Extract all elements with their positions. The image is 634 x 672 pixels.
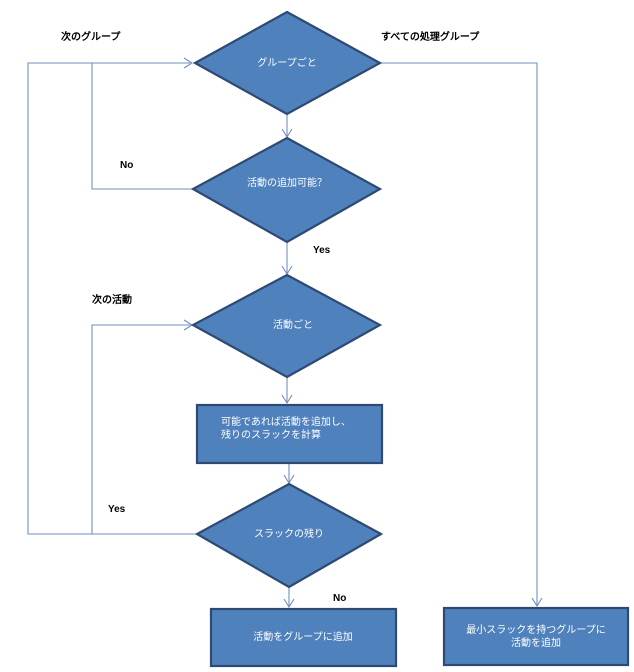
decision-can-add-shape [190, 136, 383, 244]
all-processed-arrowhead [531, 597, 543, 608]
label-next-activity: 次の活動 [92, 293, 132, 306]
process-min-slack-shape [442, 606, 630, 667]
decision-can-add-label: 活動の追加可能？ [247, 176, 327, 189]
decision-group-each-shape [192, 10, 383, 116]
loop-next-activity-connector [91, 324, 197, 535]
process-min-slack-line1: 最小スラックを持つグループに [466, 623, 605, 636]
process-add-calc-shape [195, 403, 384, 465]
label-no-2: No [333, 593, 346, 604]
loop-next-group-arrowhead [183, 57, 194, 69]
process-add-to-group-shape [209, 607, 398, 668]
label-all-processed: すべての処理グループ [381, 30, 480, 43]
decision-slack-left-shape [194, 482, 384, 589]
process-add-to-group: 活動をグループに追加 [209, 607, 398, 668]
loop-no-connector [91, 63, 192, 190]
decision-slack-left: スラックの残り [194, 482, 384, 589]
decision-activity-each-label: 活動ごと [273, 318, 313, 331]
process-add-calc-line1: 可能であれば活動を追加し、 [221, 415, 351, 428]
decision-activity-each: 活動ごと [190, 273, 383, 379]
process-min-slack-line2: 活動を追加 [511, 636, 561, 649]
slack-to-addgroup-arrowhead [283, 598, 295, 609]
decision-group-each-label: グループごと [257, 56, 316, 69]
process-min-slack: 最小スラックを持つグループに 活動を追加 [442, 606, 630, 667]
decision-can-add: 活動の追加可能？ [190, 136, 383, 244]
decision-slack-left-label: スラックの残り [254, 527, 324, 540]
process-add-calc-line2: 残りのスラックを計算 [221, 428, 321, 441]
activity-to-addcalc-arrowhead [281, 394, 293, 405]
decision-activity-each-shape [190, 273, 383, 379]
label-no-1: No [120, 160, 133, 171]
label-next-group: 次のグループ [61, 30, 121, 43]
label-yes-1: Yes [313, 245, 331, 256]
label-yes-2: Yes [108, 504, 126, 515]
decision-group-each: グループごと [192, 10, 383, 116]
process-add-calc: 可能であれば活動を追加し、 残りのスラックを計算 [195, 403, 384, 465]
all-processed-connector [380, 62, 538, 605]
process-add-to-group-label: 活動をグループに追加 [253, 630, 352, 643]
annotations: 次のグループ すべての処理グループ No Yes 次の活動 Yes No [61, 30, 480, 604]
